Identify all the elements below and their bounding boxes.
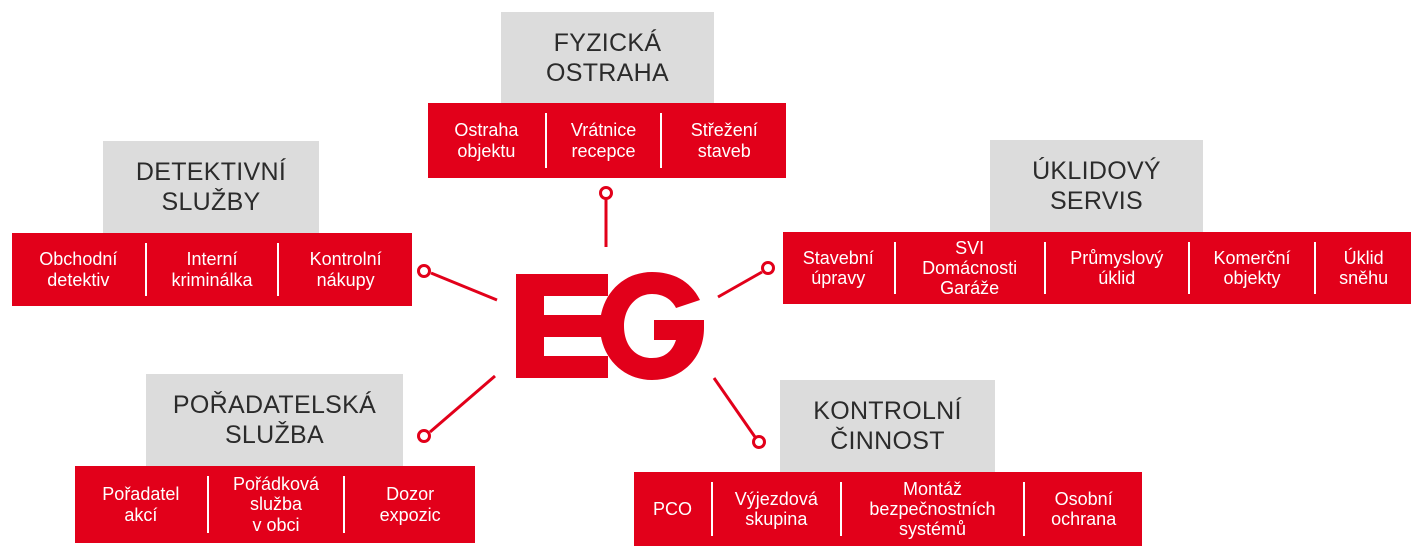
connector-dot-detektivni bbox=[417, 264, 431, 278]
service-item: Osobní ochrana bbox=[1051, 488, 1117, 529]
service-item: Pořadatel akcí bbox=[75, 476, 209, 533]
connector-dot-fyzicka bbox=[599, 186, 613, 200]
service-item: PCO bbox=[634, 482, 714, 536]
service-bar: Ostraha objektu Vrátnice recepce Střežen… bbox=[428, 103, 786, 178]
connector-dot-kontrolni bbox=[752, 435, 766, 449]
service-item: Montáž bezpečnostních systémů bbox=[842, 479, 1026, 539]
connector-dot-uklidovy bbox=[761, 261, 775, 275]
service-item: Střežení staveb bbox=[690, 120, 758, 161]
service-item: Interní kriminálka bbox=[147, 243, 280, 296]
service-bar: Obchodní detektiv Interní kriminálka Kon… bbox=[12, 233, 412, 306]
category-title: FYZICKÁ OSTRAHA bbox=[501, 12, 714, 103]
service-item: Ostraha objektu bbox=[428, 113, 547, 168]
service-item: Vrátnice recepce bbox=[547, 113, 663, 168]
service-bar: Stavební úpravy SVI Domácnosti Garáže Pr… bbox=[783, 232, 1411, 304]
service-bar: Pořadatel akcí Pořádková služba v obci D… bbox=[75, 466, 475, 543]
service-item: Průmyslový úklid bbox=[1046, 242, 1190, 294]
category-title: KONTROLNÍ ČINNOST bbox=[780, 380, 995, 472]
service-item: Obchodní detektiv bbox=[12, 243, 147, 296]
connector-kontrolni bbox=[712, 377, 757, 438]
service-item: Komerční objekty bbox=[1190, 242, 1317, 294]
service-item: Stavební úpravy bbox=[783, 242, 896, 294]
service-item: Kontrolní nákupy bbox=[309, 249, 382, 290]
service-bar: PCO Výjezdová skupina Montáž bezpečnostn… bbox=[634, 472, 1142, 546]
category-title: DETEKTIVNÍ SLUŽBY bbox=[103, 141, 319, 233]
eg-logo: EG bbox=[516, 272, 704, 380]
category-title: ÚKLIDOVÝ SERVIS bbox=[990, 140, 1203, 232]
connector-poradatelska bbox=[429, 374, 496, 434]
service-item: SVI Domácnosti Garáže bbox=[896, 238, 1046, 298]
service-item: Dozor expozic bbox=[379, 484, 441, 525]
service-item: Výjezdová skupina bbox=[713, 482, 842, 536]
connector-dot-poradatelska bbox=[417, 429, 431, 443]
connector-uklidovy bbox=[717, 270, 763, 299]
service-item: Úklid sněhu bbox=[1339, 247, 1389, 288]
connector-detektivni bbox=[430, 271, 498, 302]
service-item: Pořádková služba v obci bbox=[209, 474, 346, 535]
category-title: POŘADATELSKÁ SLUŽBA bbox=[146, 374, 403, 466]
